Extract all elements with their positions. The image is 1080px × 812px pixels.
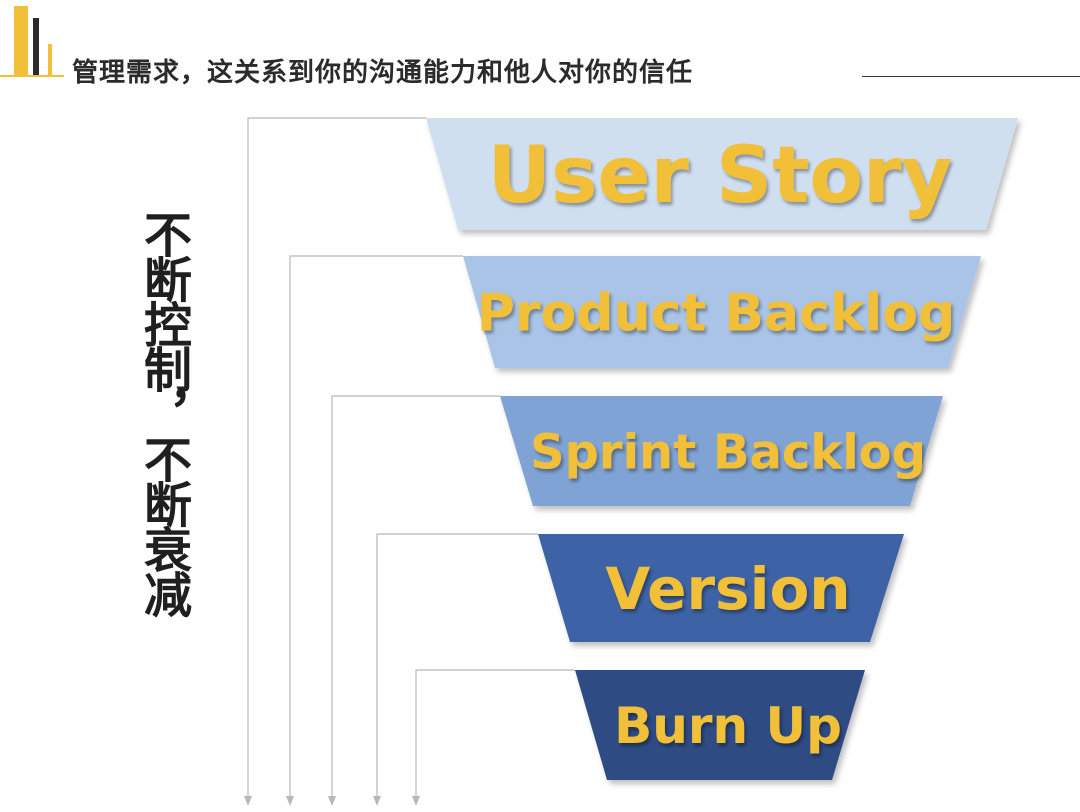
header-accent-yellow-bar [14, 6, 28, 76]
funnel-level-shape [575, 670, 865, 780]
funnel-level-label: Version [605, 555, 850, 623]
funnel-level-shape [463, 256, 981, 368]
connector-arrow [286, 796, 294, 806]
funnel-level-label: User Story [488, 131, 953, 221]
connector-line [415, 669, 575, 800]
connector-arrow [244, 796, 252, 806]
connector-line [331, 395, 500, 800]
side-vertical-text: 不断控制，不断衰减 [135, 210, 191, 615]
header-underline [0, 75, 64, 77]
header-accent-thin-bar [48, 44, 52, 76]
funnel-level-shape [500, 396, 943, 506]
funnel-level-shape [538, 534, 904, 642]
connector-arrow [412, 796, 420, 806]
connector-arrow [373, 796, 381, 806]
funnel-level-label: Product Backlog [477, 284, 955, 344]
funnel-level-label: Sprint Backlog [530, 424, 926, 480]
header-accent-dark-bar [33, 18, 39, 76]
funnel-level-label: Burn Up [614, 697, 842, 755]
connector-arrow [328, 796, 336, 806]
connector-line [376, 533, 538, 800]
connector-lines [244, 117, 575, 806]
connector-line [289, 255, 463, 800]
connector-line [247, 117, 426, 800]
funnel-level-shape [426, 118, 1018, 230]
title-rule [862, 76, 1080, 77]
page-title: 管理需求，这关系到你的沟通能力和他人对你的信任 [72, 58, 694, 88]
